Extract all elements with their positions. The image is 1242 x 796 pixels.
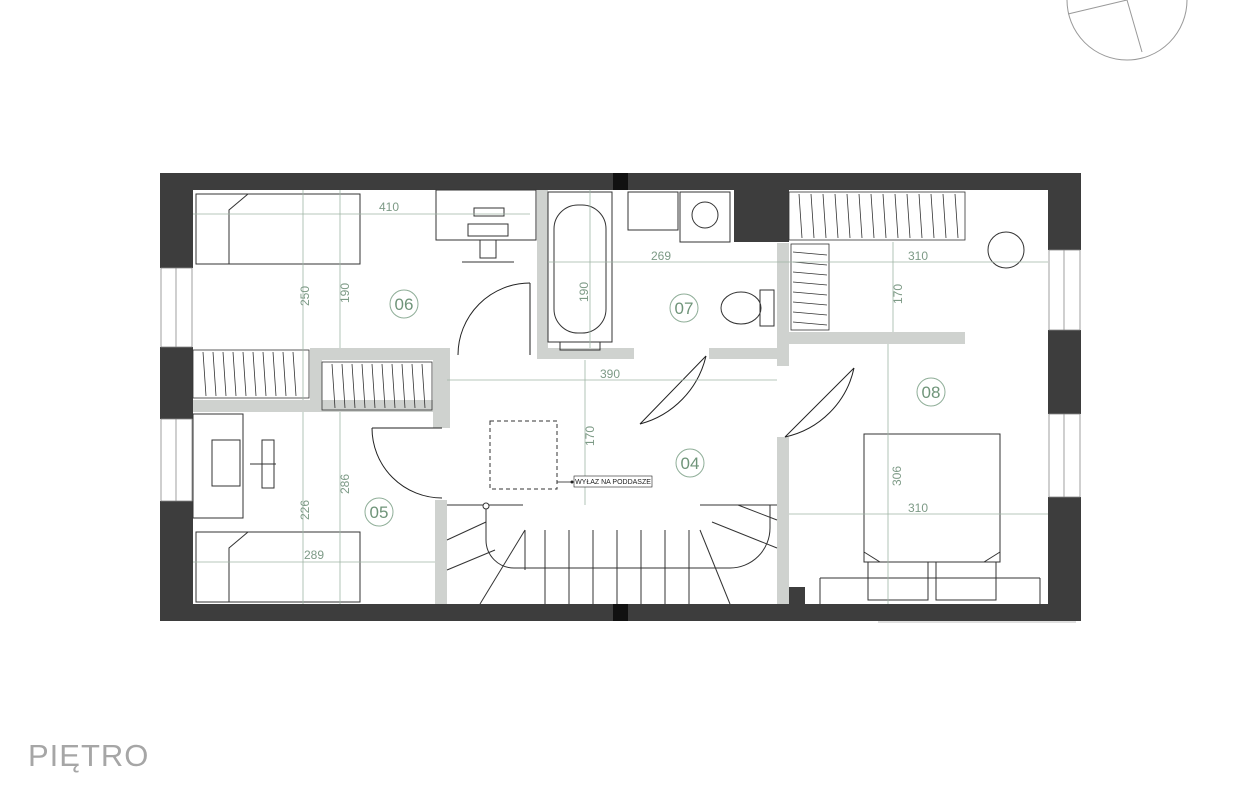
floor-title: PIĘTRO [28, 738, 150, 773]
dim-250: 250 [298, 286, 312, 306]
interior-walls [193, 190, 965, 604]
dim-226: 226 [298, 500, 312, 520]
attic-hatch-note: WYŁAZ NA PODDASZE [557, 475, 653, 488]
doors [371, 282, 855, 499]
windows [160, 249, 1081, 623]
furniture-room-05 [192, 413, 361, 603]
staircase [446, 420, 778, 605]
bathroom-fixtures [547, 191, 1025, 351]
room-08-label: 08 [922, 383, 941, 402]
room-04-label: 04 [681, 454, 700, 473]
attic-hatch-text: WYŁAZ NA PODDASZE [575, 479, 651, 486]
dimension-lines [193, 190, 1048, 604]
dim-286: 286 [338, 474, 352, 494]
dim-310-room08-bottom: 310 [908, 501, 928, 515]
dim-170-hall: 170 [583, 426, 597, 446]
room-05-label: 05 [370, 503, 389, 522]
dim-269: 269 [651, 249, 671, 263]
dim-170-room08: 170 [891, 284, 905, 304]
compass-icon [1066, 0, 1188, 61]
dim-390: 390 [600, 367, 620, 381]
furniture-room-06 [195, 189, 537, 265]
dim-410: 410 [379, 200, 399, 214]
wardrobes [192, 191, 966, 411]
dim-310-room08-top: 310 [908, 249, 928, 263]
bed-room-08 [819, 433, 1041, 604]
dim-306: 306 [890, 466, 904, 486]
dim-190-room06: 190 [338, 283, 352, 303]
exterior-walls [160, 173, 1081, 621]
room-markers [364, 289, 946, 527]
dim-289: 289 [304, 548, 324, 562]
room-06-label: 06 [395, 295, 414, 314]
room-07-label: 07 [675, 299, 694, 318]
dim-190-bathroom: 190 [577, 282, 591, 302]
